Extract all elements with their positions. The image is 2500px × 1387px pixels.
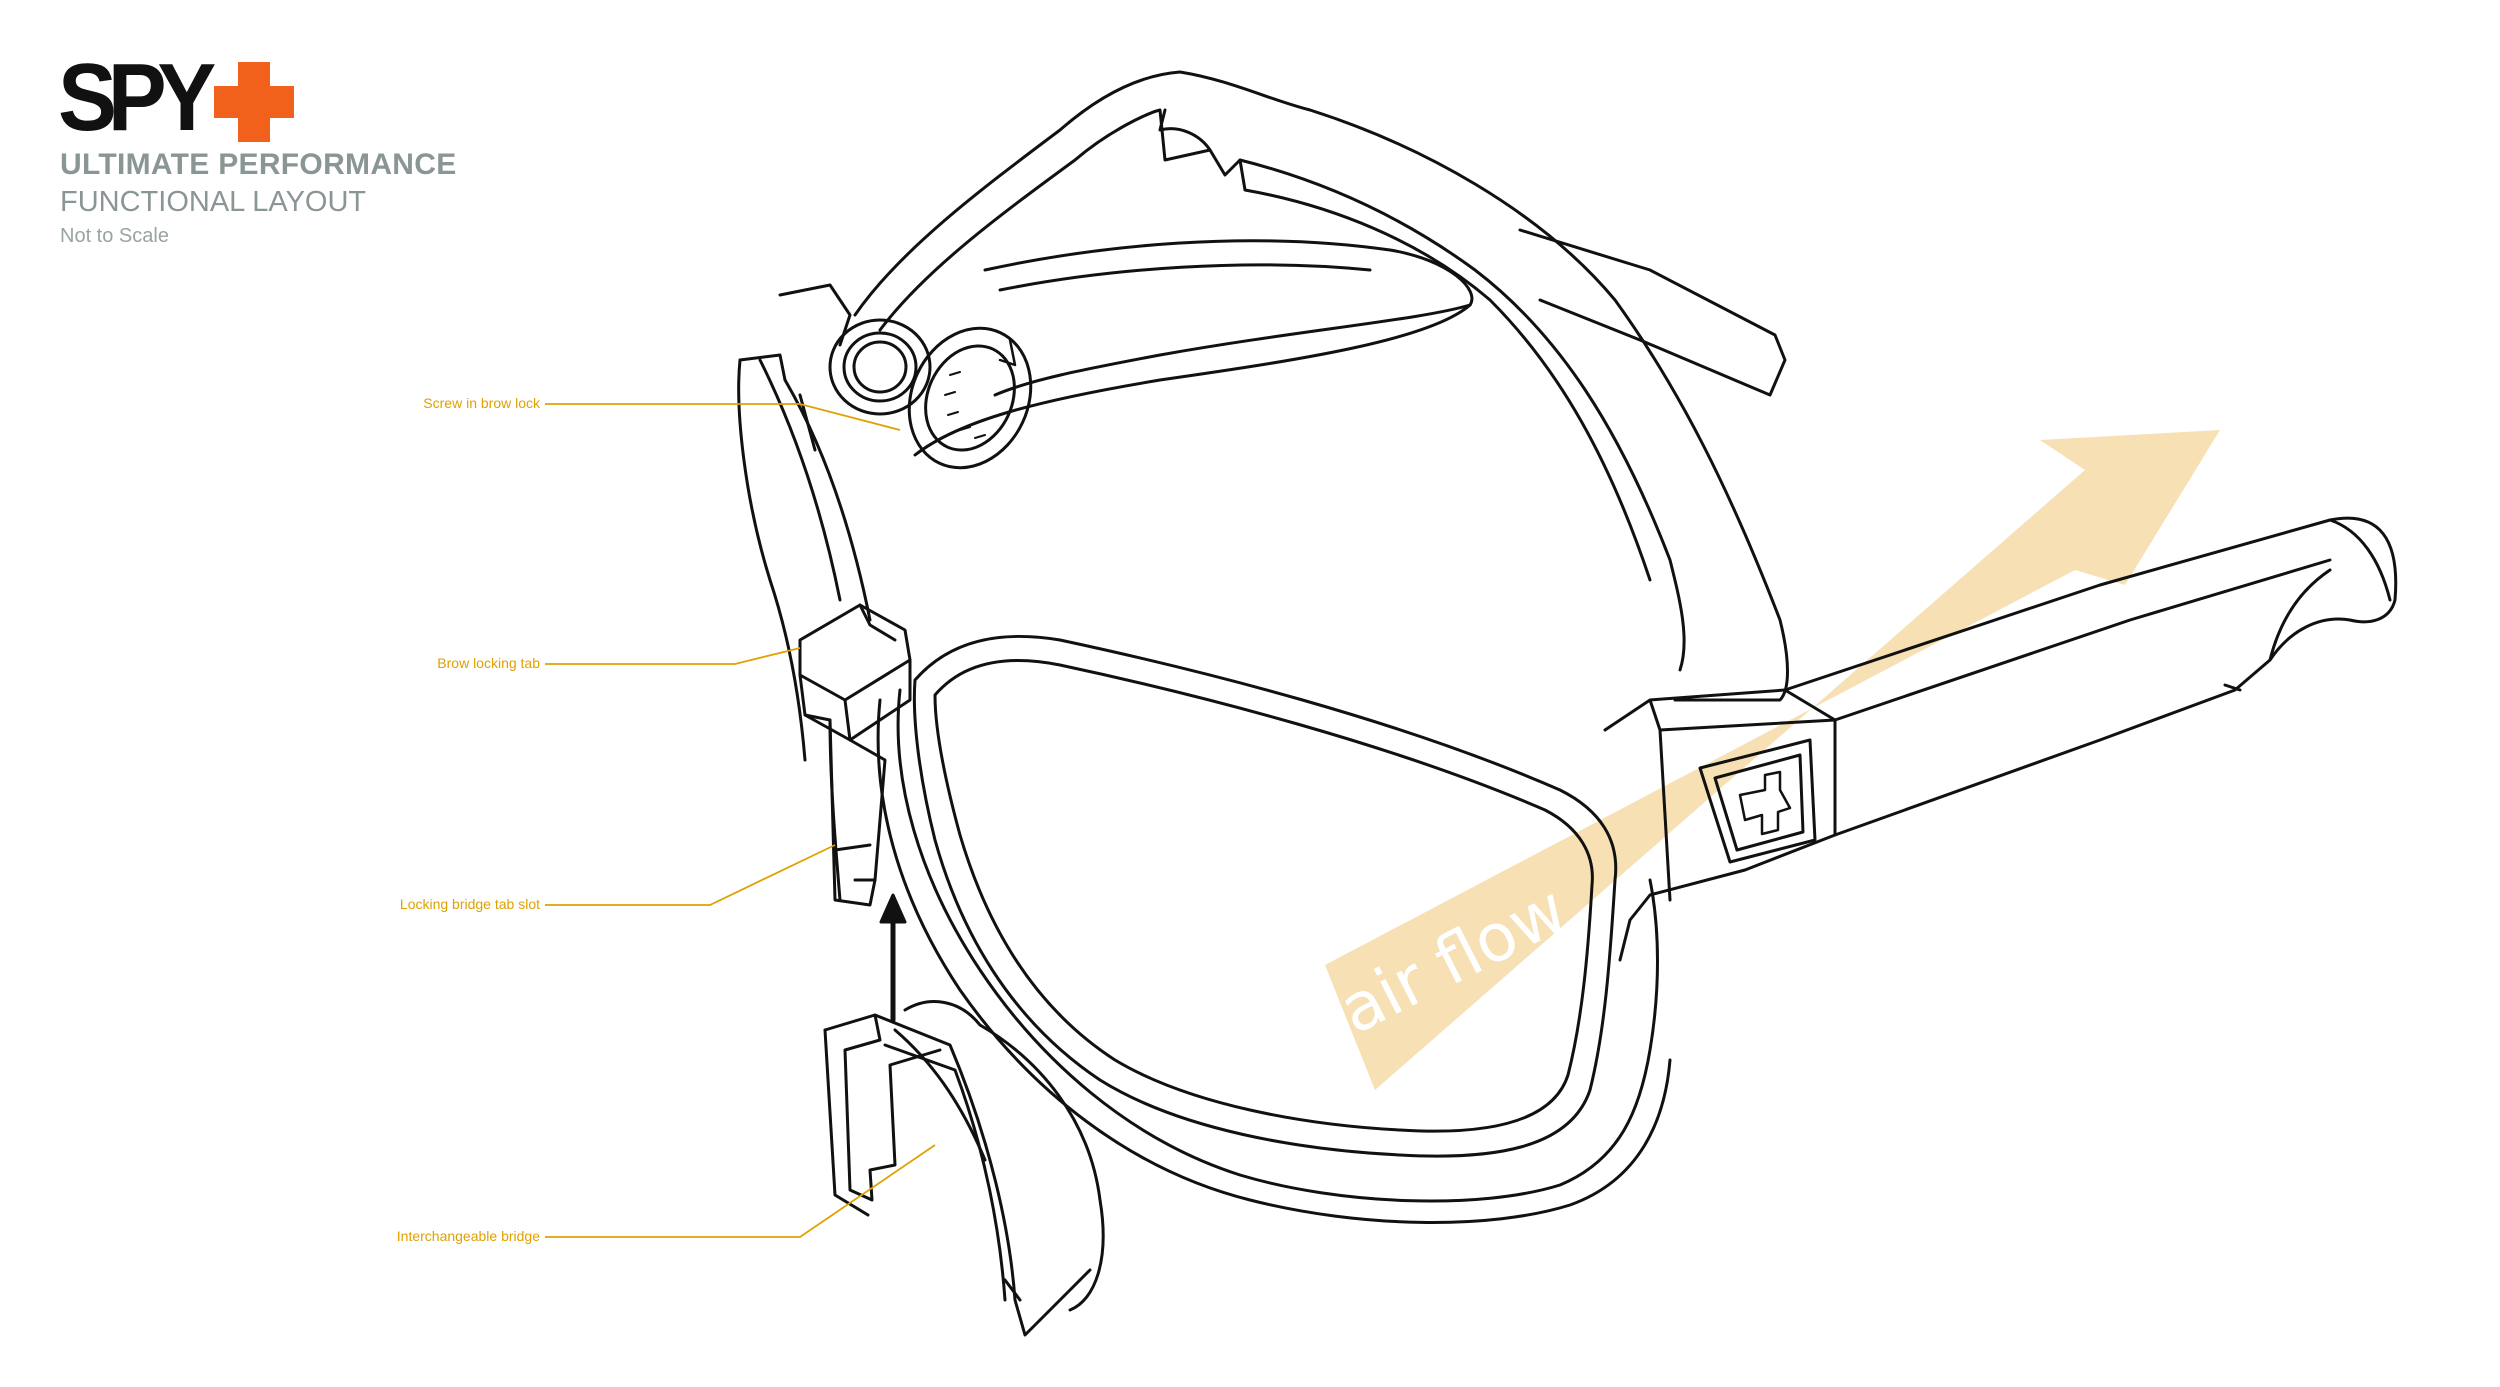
brow-locking-tab-block [798, 603, 912, 742]
callout-screw-brow-lock: Screw in brow lock [423, 395, 540, 411]
leader-brow-locking-tab [545, 647, 801, 665]
leader-interchangeable-bridge [545, 1144, 936, 1238]
left-temple-arm [1518, 228, 1787, 397]
airflow-arrow: air flow [1325, 430, 2220, 1090]
near-lens [876, 634, 1672, 1224]
page-subtitle: FUNCTIONAL LAYOUT [60, 186, 367, 218]
page-title: ULTIMATE PERFORMANCE [60, 148, 457, 181]
leader-bridge-tab-slot [545, 844, 836, 906]
bridge-tab-slot [803, 713, 887, 907]
assembly-up-arrow [879, 893, 907, 1023]
brow-lock-screw-ring [907, 326, 1033, 470]
callout-leaders [545, 403, 936, 1238]
callout-interchangeable-bridge: Interchangeable bridge [396, 1228, 540, 1244]
brow-bar [853, 70, 1789, 702]
brand-cross-icon [214, 62, 294, 142]
right-temple-arm [1603, 516, 2398, 962]
interchangeable-bridge [823, 1000, 1105, 1337]
callout-brow-locking-tab: Brow locking tab [437, 655, 540, 671]
scale-note: Not to Scale [60, 225, 169, 247]
leader-screw-brow-lock [545, 403, 901, 431]
brand-logo: SPY [58, 44, 216, 151]
brow-lock-socket [828, 318, 932, 416]
brow-lock-screw [828, 318, 1033, 470]
frame-side-post [737, 283, 872, 762]
far-lens-rim [913, 239, 1474, 457]
airflow-arrow-shape [1325, 430, 2220, 1090]
temple-logo-badge [1698, 738, 1817, 864]
callout-bridge-tab-slot: Locking bridge tab slot [399, 896, 540, 912]
